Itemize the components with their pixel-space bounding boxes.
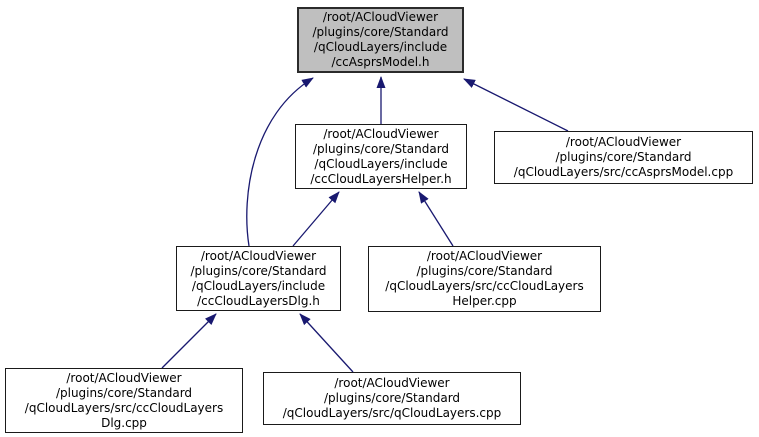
node-line: /qCloudLayers/include bbox=[313, 40, 448, 54]
node-line: /plugins/core/Standard bbox=[555, 150, 692, 164]
node-line: /root/ACloudViewer bbox=[334, 376, 450, 390]
edge-qcloud-cpp-to-dlg-h bbox=[299, 313, 354, 373]
edge-helper-cpp-to-helper-h bbox=[418, 191, 454, 247]
node-line: Dlg.cpp bbox=[101, 415, 147, 430]
node-line: /root/ACloudViewer bbox=[200, 248, 317, 263]
node-line: /qCloudLayers/src/ccAsprsModel.cpp bbox=[513, 165, 734, 179]
node-line: /qCloudLayers/include bbox=[191, 278, 326, 293]
node-line: /plugins/core/Standard bbox=[312, 25, 449, 39]
node-line: /qCloudLayers/src/ccCloudLayers bbox=[385, 279, 584, 293]
edge-dlg-h-to-asprs-h bbox=[246, 77, 314, 247]
node-line: /ccAsprsModel.h bbox=[331, 55, 430, 69]
node-ccCloudLayersDlg-cpp[interactable]: /root/ACloudViewer /plugins/core/Standar… bbox=[5, 368, 243, 433]
node-line: /plugins/core/Standard bbox=[416, 264, 553, 278]
edge-dlg-cpp-to-dlg-h bbox=[161, 313, 217, 369]
node-ccCloudLayersHelper-cpp[interactable]: /root/ACloudViewer /plugins/core/Standar… bbox=[368, 246, 601, 312]
node-line: /root/ACloudViewer bbox=[66, 370, 182, 385]
node-line: /plugins/core/Standard bbox=[190, 263, 327, 278]
node-line: /plugins/core/Standard bbox=[323, 391, 461, 405]
node-line: /qCloudLayers/src/ccCloudLayers bbox=[24, 400, 224, 415]
node-ccAsprsModel-h: /root/ACloudViewer /plugins/core/Standar… bbox=[297, 7, 464, 73]
node-line: /root/ACloudViewer bbox=[565, 135, 682, 149]
node-ccCloudLayersHelper-h[interactable]: /root/ACloudViewer /plugins/core/Standar… bbox=[295, 124, 467, 189]
node-line: /qCloudLayers/src/qCloudLayers.cpp bbox=[282, 406, 502, 420]
edge-dlg-h-to-helper-h bbox=[292, 191, 340, 247]
node-line: /root/ACloudViewer bbox=[322, 10, 439, 24]
edge-asprs-cpp-to-asprs-h bbox=[463, 78, 569, 132]
node-line: /ccCloudLayersDlg.h bbox=[197, 293, 320, 308]
node-line: /root/ACloudViewer bbox=[426, 249, 543, 263]
node-line: /qCloudLayers/include bbox=[314, 156, 448, 171]
node-line: /ccCloudLayersHelper.h bbox=[310, 171, 452, 186]
node-line: /plugins/core/Standard bbox=[312, 141, 450, 156]
node-qCloudLayers-cpp[interactable]: /root/ACloudViewer /plugins/core/Standar… bbox=[263, 372, 521, 425]
node-line: Helper.cpp bbox=[452, 294, 517, 308]
node-line: /plugins/core/Standard bbox=[55, 385, 193, 400]
node-ccAsprsModel-cpp[interactable]: /root/ACloudViewer /plugins/core/Standar… bbox=[494, 131, 753, 184]
node-ccCloudLayersDlg-h[interactable]: /root/ACloudViewer /plugins/core/Standar… bbox=[176, 246, 341, 311]
node-line: /root/ACloudViewer bbox=[323, 126, 439, 141]
